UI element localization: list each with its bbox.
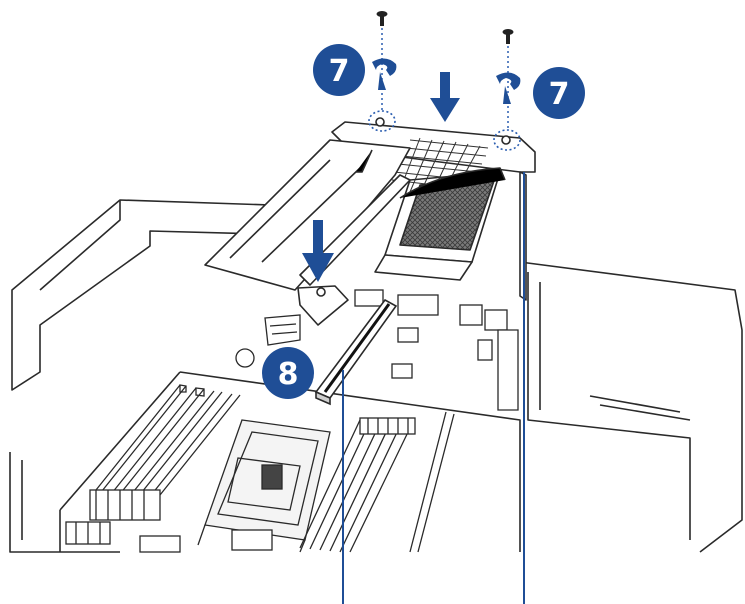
step-badge-7-right: 7	[533, 67, 585, 119]
down-arrow-icon	[430, 72, 460, 122]
screwdriver-rotate-icon	[372, 58, 396, 90]
svg-text:7: 7	[329, 54, 350, 89]
screw-right	[494, 29, 520, 150]
screw-icon	[503, 29, 514, 44]
motherboard	[66, 290, 518, 552]
step-badge-8: 8	[262, 347, 314, 399]
screw-icon	[377, 11, 388, 26]
screwdriver-rotate-icon	[496, 72, 520, 104]
svg-text:8: 8	[278, 357, 299, 392]
step-badge-7-left: 7	[313, 44, 365, 96]
svg-text:7: 7	[549, 77, 570, 112]
